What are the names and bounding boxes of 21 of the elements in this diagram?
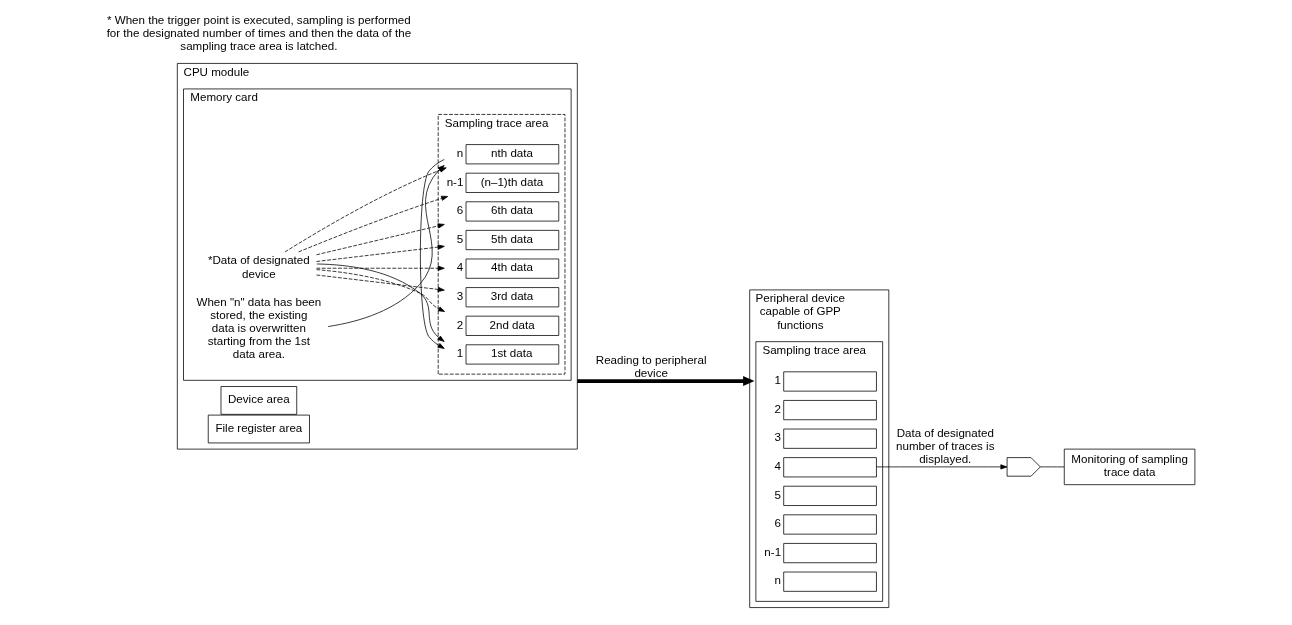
node-label: 4 bbox=[456, 261, 463, 274]
node-text: *Data of designated device bbox=[207, 254, 310, 280]
label: * When the trigger point is executed, sampling is performed for the designated number of times and then the data of the sampling trace area is latched. bbox=[106, 13, 411, 52]
edge-label: Data of designated number of traces is displayed. bbox=[895, 426, 994, 466]
node-label: 2 bbox=[773, 402, 781, 415]
node-label: n bbox=[456, 146, 463, 159]
node-label: n bbox=[773, 574, 781, 587]
node-label: 5 bbox=[456, 232, 463, 245]
node-label: 2 bbox=[456, 318, 463, 331]
node-label: 3 bbox=[456, 289, 463, 302]
node-label: n-1 bbox=[763, 545, 781, 558]
node-label: 5 bbox=[773, 488, 781, 501]
edge-label: Reading to peripheral device bbox=[595, 354, 706, 380]
node-label: 3 bbox=[773, 431, 781, 444]
node-label: 1 bbox=[456, 347, 463, 360]
node-label: 1 bbox=[773, 374, 781, 387]
node-label: 6 bbox=[773, 517, 781, 530]
node-text: When "n" data has been stored, the existing data is overwritten starting from the 1st data area. bbox=[196, 295, 321, 361]
node-label: 4 bbox=[773, 459, 781, 472]
node-label: n-1 bbox=[446, 175, 463, 188]
node-label: 6 bbox=[456, 204, 463, 217]
